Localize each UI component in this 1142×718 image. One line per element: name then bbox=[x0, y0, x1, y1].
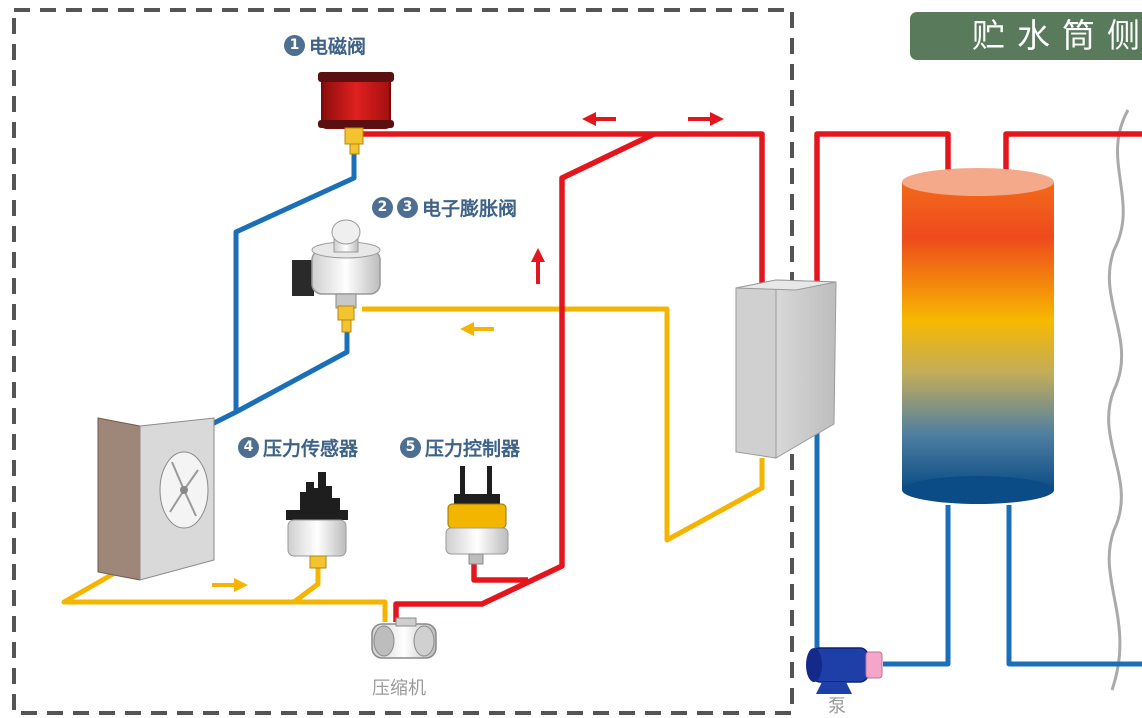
flow-arrows bbox=[212, 112, 724, 592]
red-pipe-hot-water-in bbox=[814, 131, 951, 286]
water-pipe-pump-to-tank bbox=[883, 505, 951, 667]
badge-5: 5 bbox=[400, 437, 421, 458]
solenoid-valve-text: 电磁阀 bbox=[309, 36, 367, 58]
blue-pipe-lower bbox=[210, 330, 350, 427]
badge-3: 3 bbox=[397, 197, 418, 218]
arrow-icon bbox=[212, 578, 248, 592]
water-tank-icon bbox=[902, 168, 1054, 504]
pump-icon bbox=[806, 647, 883, 694]
expansion-valve-icon bbox=[292, 219, 381, 333]
label-pressure-sensor: 4 压力传感器 bbox=[238, 434, 358, 461]
red-pipe-top bbox=[360, 131, 765, 288]
expansion-valve-text: 电子膨胀阀 bbox=[422, 198, 518, 220]
badge-1: 1 bbox=[284, 35, 305, 56]
red-pipe-discharge bbox=[393, 131, 656, 622]
break-line bbox=[1107, 109, 1130, 691]
blue-pipes bbox=[210, 150, 1142, 667]
label-solenoid-valve: 1 电磁阀 bbox=[284, 32, 366, 59]
unit-dashed-border bbox=[12, 8, 794, 715]
yellow-pipes bbox=[61, 306, 765, 622]
badge-2: 2 bbox=[372, 197, 393, 218]
red-pipe-hot-water-out bbox=[1003, 131, 1142, 175]
header-bar bbox=[910, 12, 1142, 60]
label-expansion-valve: 2 3 电子膨胀阀 bbox=[372, 194, 517, 221]
pressure-sensor-icon bbox=[286, 472, 348, 569]
yellow-pipe-liquid-line bbox=[362, 306, 765, 543]
label-pressure-controller: 5 压力控制器 bbox=[400, 434, 520, 461]
pressure-controller-text: 压力控制器 bbox=[425, 438, 521, 460]
arrow-icon bbox=[460, 322, 494, 336]
evaporator-fan-icon bbox=[97, 417, 215, 581]
solenoid-valve-icon bbox=[318, 72, 394, 155]
plate-heat-exchanger-icon bbox=[735, 279, 837, 459]
badge-4: 4 bbox=[238, 437, 259, 458]
compressor-icon bbox=[371, 617, 437, 659]
compressor-label: 压缩机 bbox=[372, 678, 426, 699]
yellow-pipe-compressor-inlet bbox=[61, 567, 388, 622]
water-pipe-tank-out bbox=[1006, 505, 1142, 667]
yellow-pipe-sensor bbox=[292, 566, 321, 604]
arrow-icon bbox=[531, 248, 545, 284]
arrow-icon bbox=[582, 112, 616, 126]
pump-label: 泵 bbox=[828, 696, 846, 717]
pressure-controller-icon bbox=[445, 466, 509, 565]
pressure-sensor-text: 压力传感器 bbox=[263, 438, 359, 460]
arrow-icon bbox=[688, 112, 724, 126]
header-title: 贮水筒侧 bbox=[972, 16, 1142, 55]
blue-pipe-upper bbox=[233, 150, 357, 412]
